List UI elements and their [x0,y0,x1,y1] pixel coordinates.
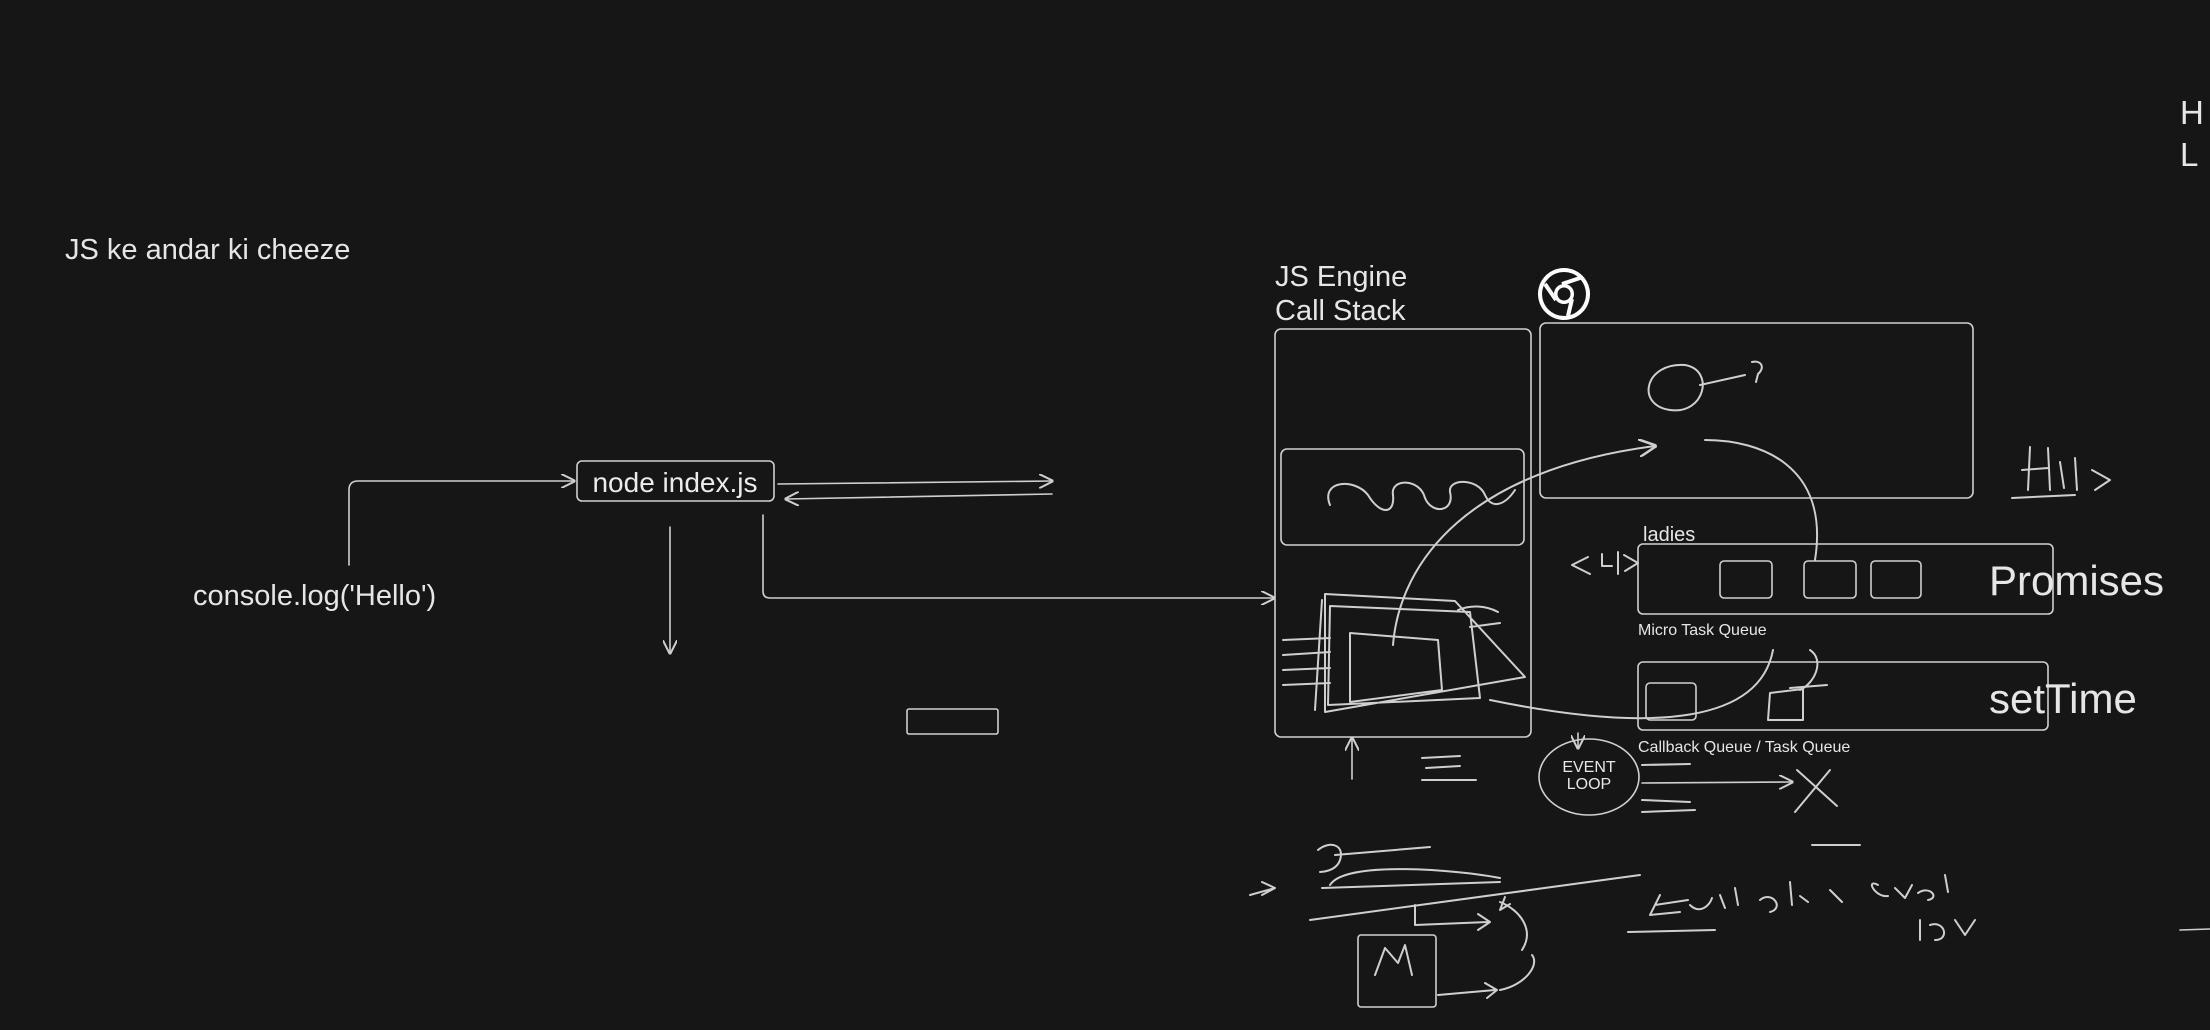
callback-slot-2 [1767,684,1828,721]
promises-label: Promises [1989,557,2165,604]
handwritten-hello [2011,446,2111,499]
micro-task-queue-label: Micro Task Queue [1638,622,1767,639]
web-api-box [1539,322,1974,499]
heap-scribble [1327,480,1516,511]
js-engine-box [1274,328,1532,738]
node-command-box [576,460,775,502]
console-log-label: console.log('Hello') [193,580,437,612]
page-heading: JS ke andar ki cheeze [65,234,351,266]
web-api-scribble [1647,360,1763,412]
micro-task-slot-3 [1870,560,1922,599]
callstack-to-webapi-arrow [1392,446,1655,646]
ladies-label: ladies [1643,524,1696,546]
event-loop-arrow-right [1641,782,1792,783]
callback-to-callstack-line [1489,649,1774,720]
bottom-box-scribble [1374,944,1535,999]
bottom-promises-scribble [1249,843,1641,921]
js-engine-title: JS Engine [1275,261,1408,293]
edge-dash [2179,928,2210,931]
node-to-engine-arrow [762,514,1274,598]
call-stack-frames [1282,593,1526,713]
callback-queue-box [1637,661,2049,731]
micro-task-slot-1 [1719,560,1773,599]
console-to-node-arrow [348,481,574,566]
event-loop-label-2: LOOP [1567,776,1611,793]
event-loop-lines [1641,763,1696,813]
engine-scribble-lines [1421,755,1477,781]
callback-scribble [1799,649,1819,691]
micro-task-slot-2 [1803,560,1857,599]
node-command-label: node index.js [592,467,757,498]
micro-task-side-scribble [1571,551,1639,575]
webapi-to-microtask-line [1704,439,1818,561]
edge-letter-h: H [2180,94,2204,131]
chrome-icon [1538,268,1590,320]
bottom-arrows [1414,896,1528,951]
callback-slot-1 [1645,682,1697,721]
empty-box [906,708,999,735]
call-stack-title: Call Stack [1275,295,1406,327]
node-out-arrow [777,481,1052,484]
micro-task-queue-box [1637,543,2054,615]
settime-label: setTime [1989,675,2137,722]
event-loop-label-1: EVENT [1562,759,1616,776]
heap-box [1280,448,1525,546]
edge-letter-l: L [2180,136,2199,173]
handwritten-khud-ki-event-loop [1627,874,1976,941]
bottom-small-box [1357,934,1437,1008]
callback-queue-label: Callback Queue / Task Queue [1638,739,1851,756]
event-loop-circle [1538,738,1640,816]
node-return-arrow [786,494,1053,499]
x-mark [1794,769,1861,846]
